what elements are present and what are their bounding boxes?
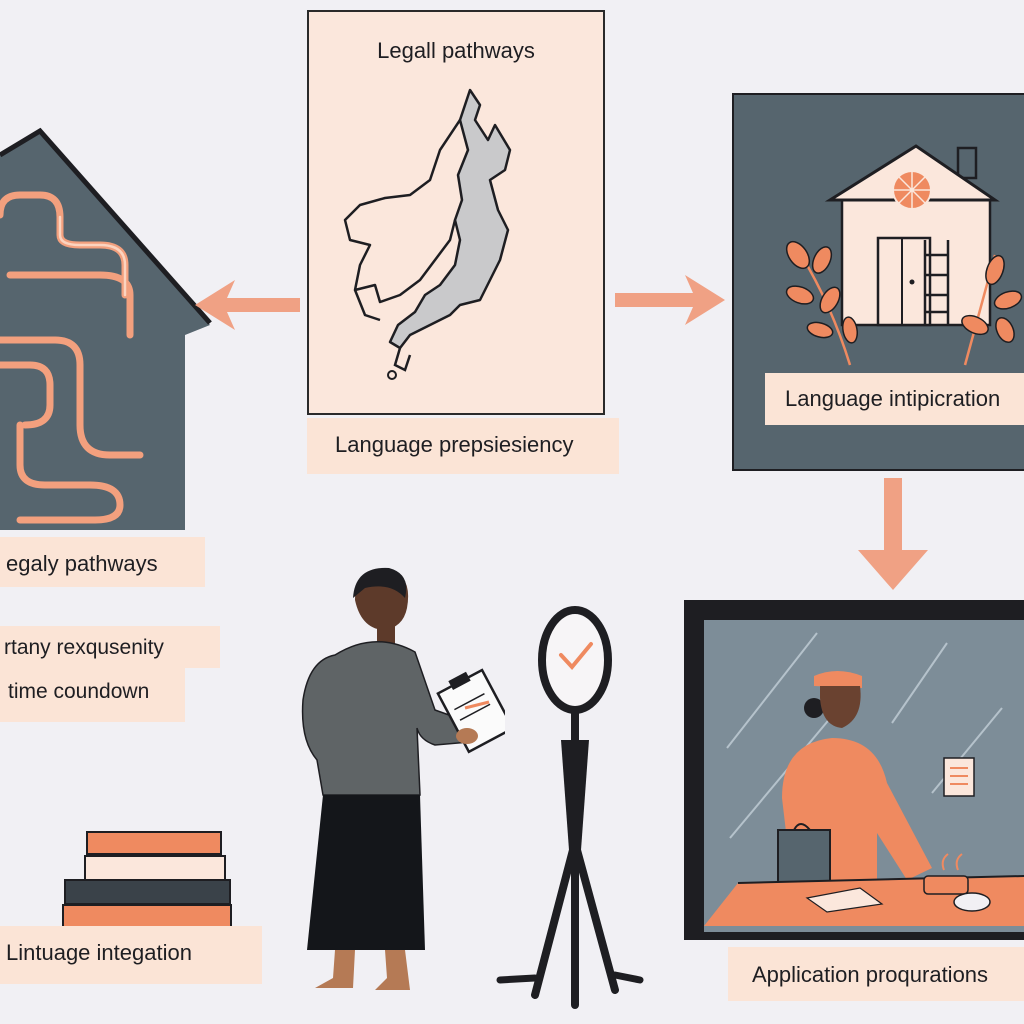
mirror-stand-icon bbox=[496, 606, 644, 1009]
paper-icon bbox=[805, 887, 884, 913]
house-door bbox=[876, 236, 932, 327]
note-line-2: time coundown bbox=[0, 668, 185, 722]
right-house bbox=[785, 144, 1023, 366]
right-house-caption: Language intipicration bbox=[765, 373, 1024, 425]
cup-icon bbox=[923, 875, 969, 895]
arrow-right-icon bbox=[615, 275, 725, 325]
person-skirt bbox=[307, 795, 425, 950]
person-sweater bbox=[301, 641, 471, 796]
map-panel-caption: Language prepsiesiency bbox=[307, 418, 619, 474]
japan-map-icon bbox=[343, 88, 512, 380]
left-house-caption: egaly pathways bbox=[0, 537, 205, 587]
right-plant-icon bbox=[961, 254, 1023, 366]
left-house bbox=[0, 127, 212, 530]
clipboard-icon bbox=[436, 668, 505, 754]
tissue-box-icon bbox=[777, 829, 831, 886]
map-panel bbox=[307, 10, 605, 415]
left-house-wall bbox=[0, 130, 210, 530]
arrow-left-icon bbox=[195, 280, 300, 330]
books-caption: Lintuage integation bbox=[0, 926, 262, 984]
left-house-roof bbox=[0, 127, 212, 325]
mouse-icon bbox=[953, 892, 991, 912]
ladder-icon bbox=[923, 240, 950, 325]
person-figure bbox=[301, 567, 505, 990]
check-icon bbox=[559, 642, 593, 671]
book-stack-icon bbox=[62, 831, 232, 928]
note-line-1: rtany rexqusenity bbox=[0, 626, 220, 668]
clerk-hat bbox=[814, 671, 862, 688]
map-panel-title: Legall pathways bbox=[377, 38, 535, 63]
office-window bbox=[684, 600, 1024, 940]
arrow-down-icon bbox=[858, 478, 928, 590]
left-plant-icon bbox=[785, 240, 859, 366]
office-caption: Application proqurations bbox=[728, 947, 1024, 1001]
